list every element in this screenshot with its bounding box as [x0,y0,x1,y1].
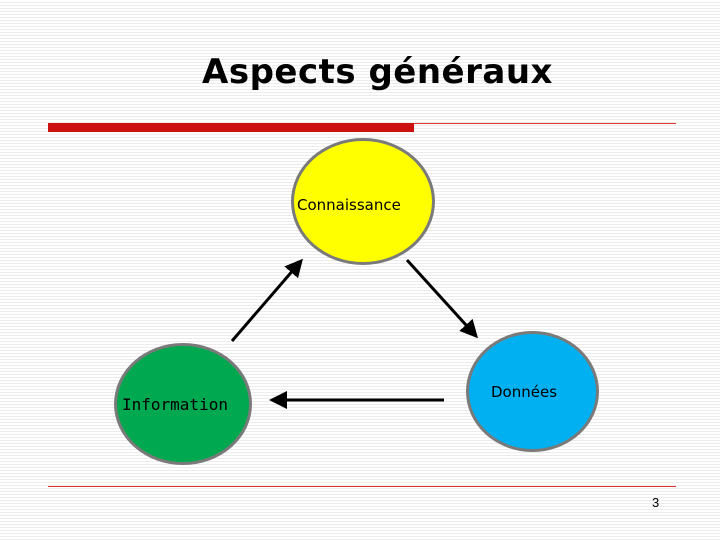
node-information-label: Information [122,395,228,414]
arrow-information-to-connaissance [230,258,303,342]
page-number: 3 [652,495,660,510]
title-rule-thick [48,123,414,132]
node-donnees [466,331,599,452]
title-rule-thin [414,123,676,124]
node-connaissance-label: Connaissance [297,196,401,214]
slide-title: Aspects généraux [202,52,553,92]
arrow-connaissance-to-donnees [405,258,479,339]
node-information [114,343,252,465]
node-donnees-label: Données [491,383,558,401]
node-connaissance [291,138,435,265]
footer-rule [48,486,676,487]
